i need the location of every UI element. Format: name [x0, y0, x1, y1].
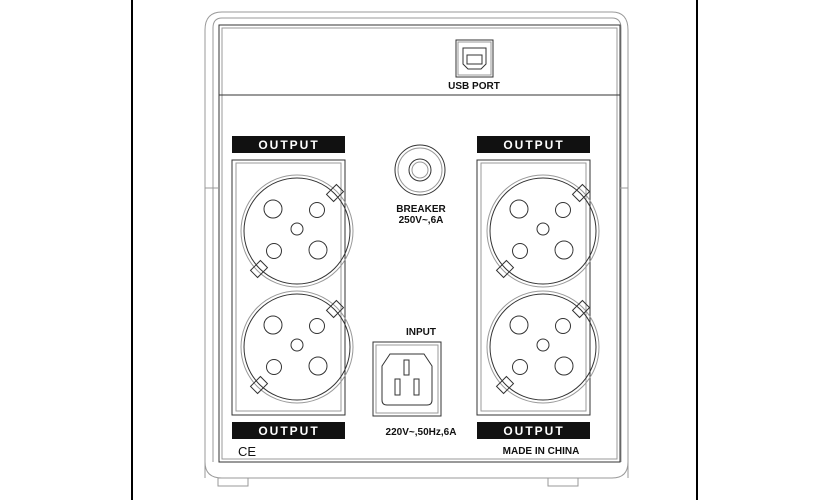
socket-hole: [309, 318, 325, 334]
socket-hole: [536, 338, 550, 352]
breaker-button: [394, 144, 446, 196]
ups-body: [204, 11, 629, 487]
ground-clip-icon: [495, 259, 515, 279]
socket-hole: [509, 199, 529, 219]
socket-panel-right: [476, 159, 591, 416]
usb-port-label: USB PORT: [448, 81, 500, 92]
schuko-socket: [486, 290, 600, 404]
ground-clip-icon: [571, 299, 591, 319]
socket-hole: [555, 318, 571, 334]
foot-right: [547, 477, 579, 487]
foot-left: [217, 477, 249, 487]
breaker-label: BREAKER: [396, 204, 446, 215]
socket-hole: [512, 359, 528, 375]
output-label: OUTPUT: [258, 138, 319, 152]
ground-clip-icon: [495, 375, 515, 395]
socket-panel-left: [231, 159, 346, 416]
output-label: OUTPUT: [503, 138, 564, 152]
ground-clip-icon: [325, 183, 345, 203]
socket-hole: [554, 240, 574, 260]
output-label: OUTPUT: [258, 424, 319, 438]
input-rating: 220V~,50Hz,6A: [386, 427, 457, 438]
socket-hole: [266, 243, 282, 259]
socket-hole: [263, 315, 283, 335]
output-bar-bottom-left: [232, 422, 345, 439]
usb-port: [455, 39, 494, 78]
socket-hole: [555, 202, 571, 218]
output-bar-bottom-right: [477, 422, 590, 439]
ground-clip-icon: [325, 299, 345, 319]
ground-clip-icon: [571, 183, 591, 203]
socket-hole: [308, 356, 328, 376]
schuko-socket: [240, 174, 354, 288]
socket-hole: [554, 356, 574, 376]
output-bar-top-right: [477, 136, 590, 153]
socket-hole: [266, 359, 282, 375]
schuko-socket: [486, 174, 600, 288]
ce-mark: CE: [238, 444, 256, 459]
input-label: INPUT: [406, 327, 436, 338]
output-bar-top-left: [232, 136, 345, 153]
socket-hole: [509, 315, 529, 335]
breaker-rating: 250V~,6A: [399, 215, 444, 226]
iec-input-socket: [372, 341, 442, 417]
socket-hole: [290, 338, 304, 352]
output-label: OUTPUT: [503, 424, 564, 438]
socket-hole: [309, 202, 325, 218]
socket-hole: [536, 222, 550, 236]
schuko-socket: [240, 290, 354, 404]
socket-hole: [263, 199, 283, 219]
ground-clip-icon: [249, 375, 269, 395]
made-in-china-label: MADE IN CHINA: [503, 446, 580, 457]
ground-clip-icon: [249, 259, 269, 279]
socket-hole: [308, 240, 328, 260]
socket-hole: [512, 243, 528, 259]
socket-hole: [290, 222, 304, 236]
